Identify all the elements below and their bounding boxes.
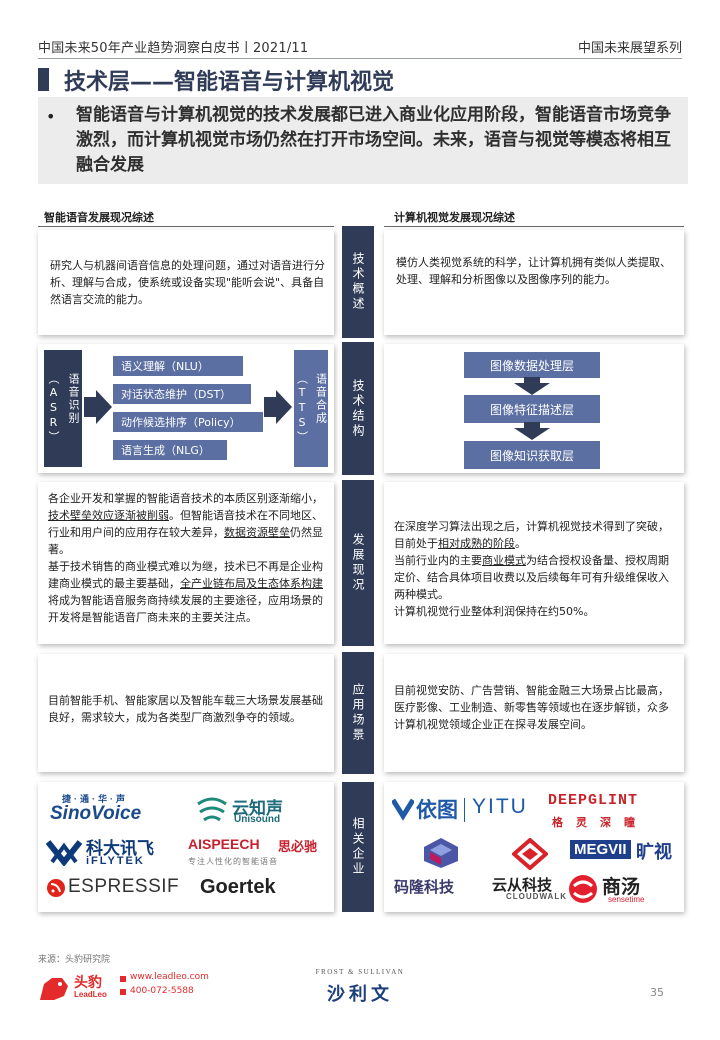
iflytek-logo: 科大讯飞 iFLYTEK	[46, 834, 186, 870]
voice-structure-card: 语音识别 （ASR） 语义理解（NLU） 对话状态维护（DST） 动作候选排序（…	[38, 344, 334, 473]
asr-block: 语音识别 （ASR）	[44, 350, 82, 467]
yitu-logo: 依图 YITU	[392, 794, 542, 830]
row-label-structure: 技术结构	[342, 342, 374, 475]
leadleo-website: www.leadleo.com	[130, 972, 209, 982]
malong-logo: 码隆科技	[394, 838, 490, 906]
vision-status-text: 在深度学习算法出现之后，计算机视觉技术得到了突破，目前处于相对成熟的阶段。当前行…	[394, 520, 669, 618]
source-note: 来源：头豹研究院	[38, 955, 111, 965]
header-divider	[38, 58, 682, 59]
title-marker	[38, 68, 49, 91]
unisound-logo: 云知声 Unisound	[196, 794, 326, 830]
voice-status-text: 各企业开发和掌握的智能语音技术的本质区别逐渐缩小，技术壁垒效应逐渐被削弱。但智能…	[48, 492, 323, 624]
vision-overview-text: 模仿人类视觉系统的科学，让计算机拥有类似人类提取、处理、理解和分析图像以及图像序…	[396, 256, 671, 286]
row-label-companies: 相关企业	[342, 782, 374, 912]
voice-overview-card: 研究人与机器间语音信息的处理问题，通过对语音进行分析、理解与合成，使系统或设备实…	[38, 230, 334, 335]
iflytek-mark-icon	[46, 840, 82, 866]
summary-text: 智能语音与计算机视觉的技术发展都已进入商业化应用阶段，智能语音市场竞争激烈，而计…	[76, 105, 671, 175]
vision-scenes-card: 目前视觉安防、广告营销、智能金融三大场景占比最高，医疗影像、工业制造、新零售等领…	[384, 654, 684, 772]
sensetime-mark-icon	[569, 875, 597, 903]
vision-section-rule	[384, 226, 684, 227]
tts-block: 语音合成 （TTS）	[294, 350, 328, 467]
leadleo-phone: 400-072-5588	[130, 986, 194, 996]
tts-abbr: （TTS）	[295, 373, 309, 444]
vision-status-card: 在深度学习算法出现之后，计算机视觉技术得到了突破，目前处于相对成熟的阶段。当前行…	[384, 482, 684, 644]
deepglint-logo: DEEPGLINT 格灵深瞳	[548, 792, 648, 829]
unisound-mark-icon	[197, 797, 227, 822]
voice-section-title: 智能语音发展现况综述	[44, 211, 154, 224]
voice-status-card: 各企业开发和掌握的智能语音技术的本质区别逐渐缩小，技术壁垒效应逐渐被削弱。但智能…	[38, 482, 334, 644]
arrow-right-icon	[264, 390, 292, 424]
vision-layer-feature: 图像特征描述层	[464, 395, 600, 423]
leadleo-logo: 头豹 LeadLeo www.leadleo.com 400-072-5588	[36, 970, 209, 1014]
frost-sullivan-logo: FROST & SULLIVAN 沙利文	[315, 968, 405, 1004]
sensetime-logo: 商汤 sensetime	[568, 872, 680, 908]
pipeline-policy: 动作候选排序（Policy）	[113, 412, 263, 432]
espressif-logo: ESPRESSIF	[46, 874, 186, 904]
arrow-down-icon	[514, 422, 550, 440]
voice-scenes-text: 目前智能手机、智能家居以及智能车载三大场景发展基础良好，需求较大，成为各类型厂商…	[48, 694, 323, 724]
asr-abbr: （ASR）	[47, 373, 60, 444]
malong-mark-icon	[424, 838, 458, 868]
pipeline-nlu: 语义理解（NLU）	[113, 356, 243, 376]
vision-overview-card: 模仿人类视觉系统的科学，让计算机拥有类似人类提取、处理、理解和分析图像以及图像序…	[384, 230, 684, 335]
vision-scenes-text: 目前视觉安防、广告营销、智能金融三大场景占比最高，医疗影像、工业制造、新零售等领…	[394, 684, 669, 731]
report-series-name: 中国未来展望系列	[577, 41, 682, 56]
asr-label: 语音识别	[67, 373, 80, 425]
leadleo-mark-icon	[40, 978, 68, 1000]
vision-structure-card: 图像数据处理层 图像特征描述层 图像知识获取层	[384, 344, 684, 473]
megvii-logo: MEGVII 旷视	[570, 838, 680, 866]
pipeline-dst: 对话状态维护（DST）	[113, 384, 251, 404]
page-number: 35	[650, 986, 664, 999]
row-label-scenes: 应用场景	[342, 652, 374, 774]
report-header-title: 中国未来50年产业趋势洞察白皮书丨2021/11	[38, 41, 309, 56]
voice-scenes-card: 目前智能手机、智能家居以及智能车载三大场景发展基础良好，需求较大，成为各类型厂商…	[38, 654, 334, 772]
summary-box: • 智能语音与计算机视觉的技术发展都已进入商业化应用阶段，智能语音市场竞争激烈，…	[38, 97, 688, 184]
vision-layer-knowledge: 图像知识获取层	[464, 441, 600, 469]
vision-section-title: 计算机视觉发展现况综述	[394, 211, 515, 224]
arrow-down-icon	[514, 377, 550, 395]
vision-layer-data: 图像数据处理层	[464, 352, 600, 378]
cloudwalk-mark-icon	[512, 838, 548, 870]
goertek-logo: Goertek	[200, 876, 276, 898]
aispeech-logo: AISPEECH 思必驰 专注人性化的智能语音	[188, 836, 318, 866]
page-title: 技术层——智能语音与计算机视觉	[64, 70, 395, 95]
yitu-mark-icon	[392, 798, 414, 821]
vision-companies-card: 依图 YITU DEEPGLINT 格灵深瞳 码隆科技 云从科技 CLOUDWA…	[384, 782, 684, 912]
arrow-right-icon	[84, 390, 112, 424]
tts-label: 语音合成	[314, 373, 328, 425]
row-label-overview: 技术概述	[342, 226, 374, 338]
voice-section-rule	[38, 226, 334, 227]
sinovoice-logo: 捷·通·华·声 SinoVoice	[50, 794, 142, 824]
espressif-mark-icon	[47, 879, 65, 897]
bullet-icon: •	[46, 107, 56, 126]
cloudwalk-logo: 云从科技 CLOUDWALK	[492, 838, 566, 906]
row-label-status: 发展现况	[342, 480, 374, 646]
pipeline-nlg: 语言生成（NLG）	[113, 440, 227, 460]
voice-overview-text: 研究人与机器间语音信息的处理问题，通过对语音进行分析、理解与合成，使系统或设备实…	[50, 259, 325, 306]
voice-companies-card: 捷·通·华·声 SinoVoice 云知声 Unisound 科大讯飞 iFLY…	[38, 782, 334, 912]
